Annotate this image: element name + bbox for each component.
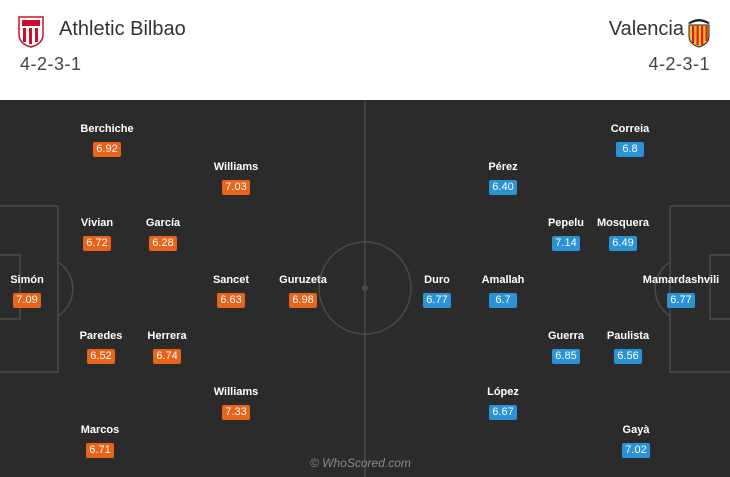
home-player[interactable]: Sancet 6.63 [213, 274, 249, 308]
home-formation: 4-2-3-1 [20, 54, 82, 74]
player-rating: 6.71 [86, 443, 114, 458]
player-rating: 6.49 [609, 236, 637, 251]
player-rating: 6.77 [667, 293, 695, 308]
player-name[interactable]: Gayà [622, 424, 650, 436]
player-name[interactable]: Sancet [212, 274, 250, 286]
player-rating: 6.56 [614, 349, 642, 364]
pitch-markings [0, 100, 730, 477]
away-player[interactable]: Amallah 6.7 [482, 274, 524, 308]
player-rating: 6.67 [489, 405, 517, 420]
player-name[interactable]: Guerra [547, 330, 585, 342]
player-name[interactable]: Williams [213, 386, 259, 398]
athletic-bilbao-crest-icon [18, 16, 44, 48]
player-name[interactable]: Herrera [147, 330, 187, 342]
player-name[interactable]: Guruzeta [279, 274, 327, 286]
home-player[interactable]: Paredes 6.52 [80, 330, 122, 364]
away-player[interactable]: Pérez 6.40 [488, 161, 518, 195]
home-player[interactable]: Marcos 6.71 [81, 424, 119, 458]
player-name[interactable]: García [145, 217, 181, 229]
home-player[interactable]: García 6.28 [146, 217, 180, 251]
player-name[interactable]: Duro [424, 274, 450, 286]
player-rating: 6.52 [87, 349, 115, 364]
player-rating: 6.77 [423, 293, 451, 308]
player-rating: 6.72 [83, 236, 111, 251]
home-player[interactable]: Herrera 6.74 [147, 330, 187, 364]
player-name[interactable]: Paulista [606, 330, 650, 342]
player-name[interactable]: Correia [610, 123, 650, 135]
home-team-name[interactable]: Athletic Bilbao [59, 18, 186, 40]
player-name[interactable]: Mamardashvili [642, 274, 720, 286]
player-name[interactable]: Paredes [79, 330, 123, 342]
player-name[interactable]: Berchiche [80, 123, 134, 135]
away-player[interactable]: Paulista 6.56 [607, 330, 649, 364]
player-name[interactable]: Marcos [80, 424, 120, 436]
player-rating: 6.7 [489, 293, 517, 308]
away-formation: 4-2-3-1 [648, 54, 710, 74]
player-name[interactable]: Williams [213, 161, 259, 173]
valencia-bat-crest-icon [688, 19, 710, 48]
away-team-name[interactable]: Valencia [608, 18, 684, 40]
player-name[interactable]: Vivian [80, 217, 114, 229]
away-player[interactable]: Mosquera 6.49 [597, 217, 649, 251]
player-rating: 6.98 [289, 293, 317, 308]
home-player[interactable]: Williams 7.33 [214, 386, 258, 420]
home-player[interactable]: Guruzeta 6.98 [279, 274, 327, 308]
player-rating: 6.8 [616, 142, 644, 157]
player-name[interactable]: Pérez [488, 161, 518, 173]
player-name[interactable]: Simón [10, 274, 44, 286]
away-player[interactable]: Pepelu 7.14 [548, 217, 584, 251]
player-name[interactable]: Amallah [481, 274, 525, 286]
player-rating: 6.85 [552, 349, 580, 364]
player-name[interactable]: López [487, 386, 519, 398]
home-player[interactable]: Williams 7.03 [214, 161, 258, 195]
player-rating: 7.09 [13, 293, 41, 308]
player-rating: 7.03 [222, 180, 250, 195]
player-rating: 6.63 [217, 293, 245, 308]
match-header: Athletic Bilbao 4-2-3-1 Valencia 4-2-3-1 [0, 0, 730, 100]
away-player[interactable]: Mamardashvili 6.77 [643, 274, 719, 308]
player-rating: 6.92 [93, 142, 121, 157]
away-player[interactable]: Gayà 7.02 [622, 424, 650, 458]
player-rating: 6.40 [489, 180, 517, 195]
whoscored-watermark: © WhoScored.com [310, 456, 411, 470]
home-player[interactable]: Berchiche 6.92 [80, 123, 134, 157]
away-player[interactable]: Guerra 6.85 [548, 330, 584, 364]
pitch: Berchiche 6.92 Williams 7.03 Vivian 6.72… [0, 100, 730, 477]
away-player[interactable]: Duro 6.77 [423, 274, 451, 308]
player-rating: 7.02 [622, 443, 650, 458]
player-name[interactable]: Mosquera [597, 217, 649, 229]
away-player[interactable]: Correia 6.8 [611, 123, 649, 157]
player-rating: 6.74 [153, 349, 181, 364]
away-player[interactable]: López 6.67 [487, 386, 519, 420]
home-player[interactable]: Simón 7.09 [10, 274, 44, 308]
home-player[interactable]: Vivian 6.72 [81, 217, 113, 251]
player-rating: 7.33 [222, 405, 250, 420]
player-rating: 6.28 [149, 236, 177, 251]
player-rating: 7.14 [552, 236, 580, 251]
player-name[interactable]: Pepelu [547, 217, 585, 229]
